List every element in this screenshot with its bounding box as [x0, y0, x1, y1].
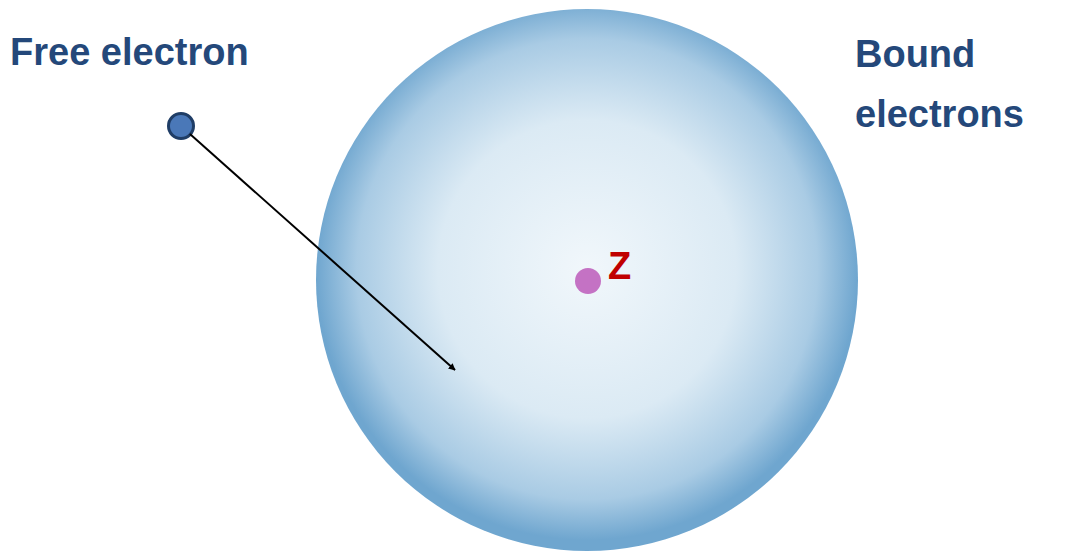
bound-electrons-label: Bound electrons — [855, 24, 1067, 144]
nucleus: Z — [575, 268, 601, 294]
atom-sphere-shape — [315, 8, 859, 552]
sphere-body — [316, 9, 858, 551]
nuclear-charge-label: Z — [608, 244, 631, 288]
free-electron: Free electron — [167, 112, 195, 140]
atom-sphere: Bound electronsZ — [315, 8, 859, 552]
free-electron-shape — [167, 112, 195, 140]
free-electron-dot — [169, 114, 194, 139]
nucleus-shape — [575, 268, 601, 294]
nucleus-dot — [575, 268, 601, 294]
free-electron-label: Free electron — [10, 30, 249, 74]
